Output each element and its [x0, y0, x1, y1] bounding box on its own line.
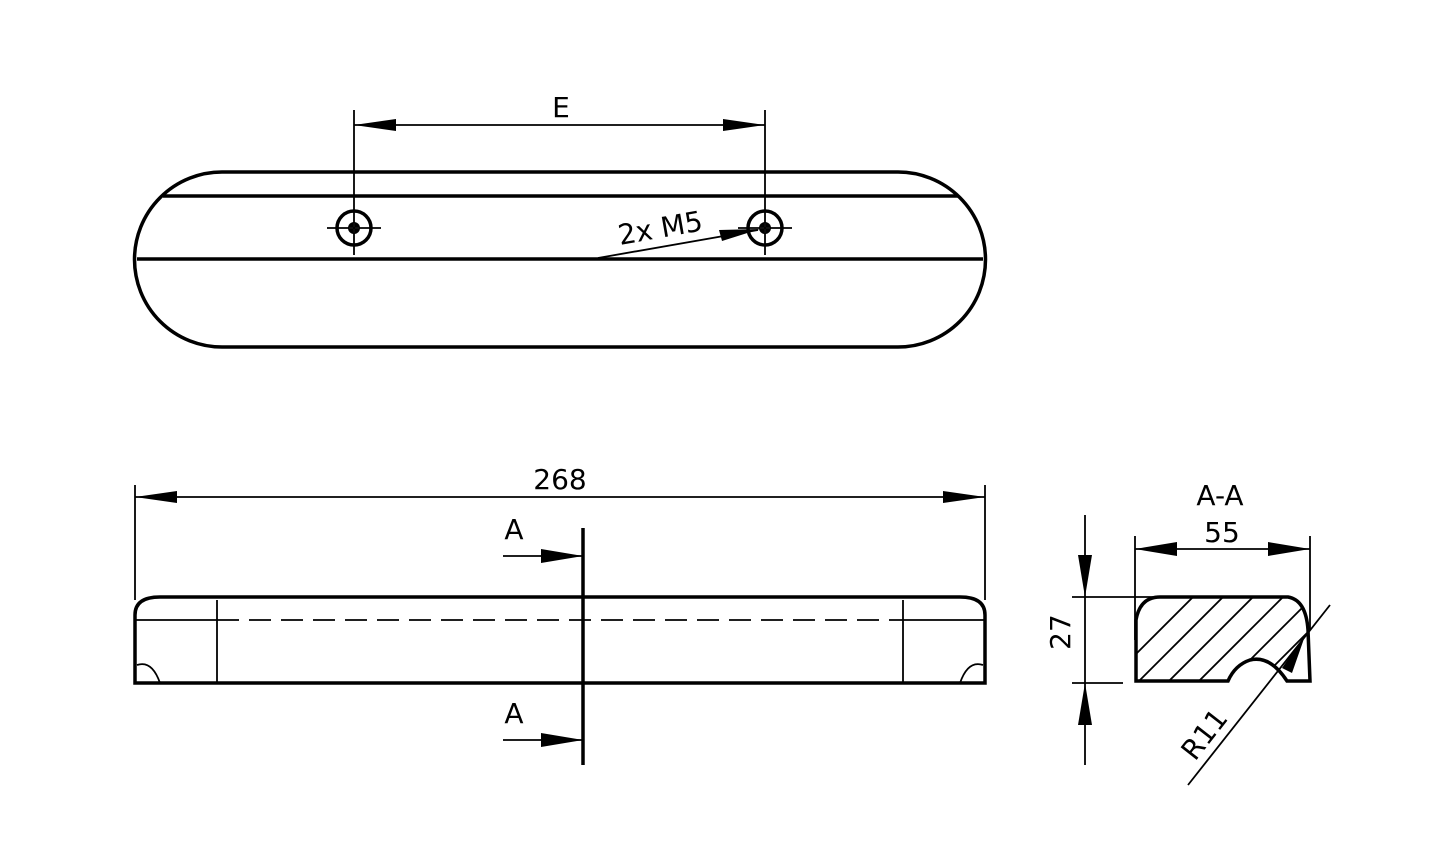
dimension-length: 268: [134, 463, 986, 600]
dimension-height: 27: [1044, 515, 1160, 765]
dimension-e: E: [353, 91, 766, 255]
top-view: E 2x M5: [132, 91, 988, 349]
front-view-outline: [133, 595, 987, 685]
section-view: A-A 55 27: [1044, 479, 1331, 786]
section-mark-top: A: [504, 513, 523, 546]
end-arc-right: [959, 663, 984, 684]
section-outline: [1134, 595, 1312, 683]
length-label: 268: [533, 463, 586, 496]
dimension-e-label: E: [552, 91, 570, 124]
section-hatching: [1136, 597, 1310, 681]
height-label: 27: [1044, 614, 1077, 650]
end-arc-left: [136, 663, 161, 684]
section-title: A-A: [1196, 479, 1243, 512]
thread-note-label: 2x M5: [615, 205, 705, 252]
radius-label: R11: [1175, 703, 1235, 767]
front-view: 268 A A: [133, 463, 987, 765]
top-view-outline: [132, 170, 988, 349]
width-label: 55: [1204, 516, 1240, 549]
dimension-width: 55: [1134, 516, 1311, 640]
section-mark-bottom: A: [504, 697, 523, 730]
thread-note-leader: 2x M5: [597, 205, 760, 259]
section-line: A A: [503, 513, 585, 765]
